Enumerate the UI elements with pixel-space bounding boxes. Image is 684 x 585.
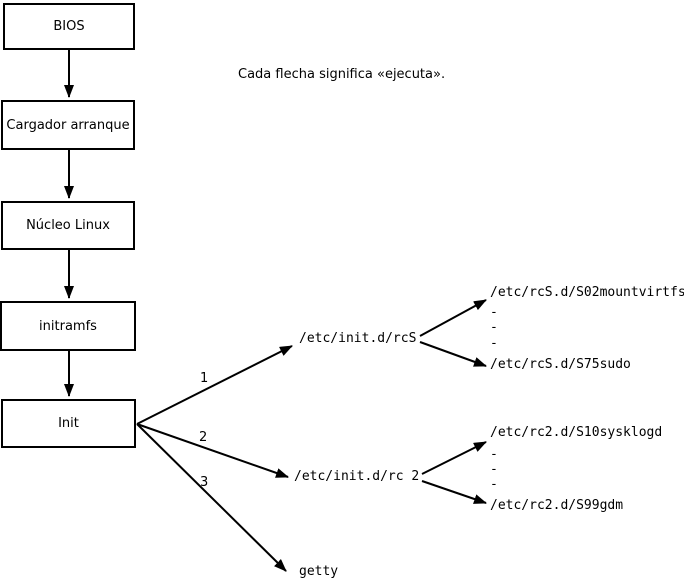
box-init: Init (1, 399, 136, 448)
ellipsis-dash: - (490, 447, 498, 462)
path-rc2-s99gdm: /etc/rc2.d/S99gdm (490, 498, 624, 513)
box-bootloader-label: Cargador arranque (6, 117, 130, 133)
branch-number-2: 2 (199, 430, 208, 445)
path-init-d-rcS: /etc/init.d/rcS (299, 331, 417, 346)
box-kernel: Núcleo Linux (1, 201, 135, 250)
ellipsis-dash: - (490, 320, 498, 335)
branch-number-1: 1 (200, 371, 209, 386)
branch-number-3: 3 (200, 475, 209, 490)
box-kernel-label: Núcleo Linux (26, 218, 110, 233)
box-bios-label: BIOS (53, 19, 85, 34)
ellipsis-dash: - (490, 477, 498, 492)
path-rc2-s10sysklogd: /etc/rc2.d/S10sysklogd (490, 425, 663, 440)
note-text: Cada flecha significa «ejecuta». (238, 67, 446, 82)
arrow-rc2-to-s99gdm (421, 480, 487, 504)
ellipsis-dash: - (490, 462, 498, 477)
box-init-label: Init (58, 416, 79, 431)
box-bios: BIOS (3, 3, 135, 50)
arrow-init-to-rc2 (136, 423, 289, 478)
path-rcS-s75sudo: /etc/rcS.d/S75sudo (490, 357, 631, 372)
path-getty: getty (299, 564, 339, 579)
arrow-rcS-to-s02mountvirtfs (419, 299, 487, 337)
box-initramfs-label: initramfs (39, 318, 97, 334)
ellipsis-dash: - (490, 336, 498, 351)
ellipsis-dash: - (490, 305, 498, 320)
arrow-rcS-to-s75sudo (419, 341, 487, 367)
box-bootloader: Cargador arranque (1, 100, 135, 150)
arrow-init-to-getty (136, 423, 287, 572)
path-init-d-rc2: /etc/init.d/rc 2 (294, 469, 420, 484)
path-rcS-s02mountvirtfs: /etc/rcS.d/S02mountvirtfs (490, 285, 684, 300)
box-initramfs: initramfs (0, 301, 136, 351)
arrow-rc2-to-s10sysklogd (421, 441, 487, 475)
arrow-init-to-rcS (136, 345, 293, 425)
